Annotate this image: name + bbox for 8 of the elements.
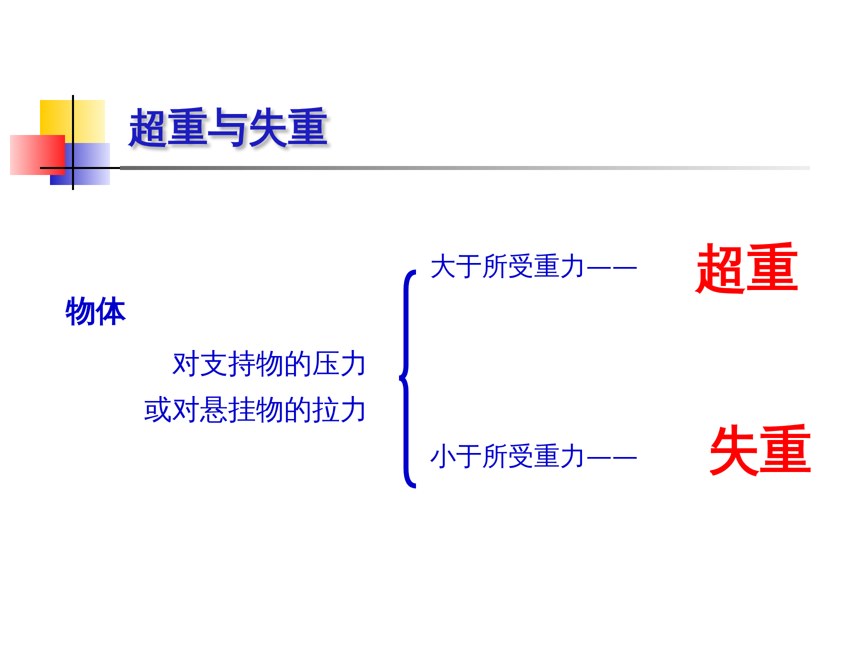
- condition-text: 大于所受重力——: [430, 252, 638, 284]
- force-description: 或对悬挂物的拉力: [144, 393, 368, 427]
- force-description: 对支持物的压力: [172, 347, 368, 381]
- result-label: 超重: [695, 238, 799, 300]
- slide-title: 超重与失重: [128, 104, 328, 152]
- result-label: 失重: [708, 420, 812, 482]
- subject-label: 物体: [66, 294, 126, 330]
- condition-text: 小于所受重力——: [430, 442, 638, 474]
